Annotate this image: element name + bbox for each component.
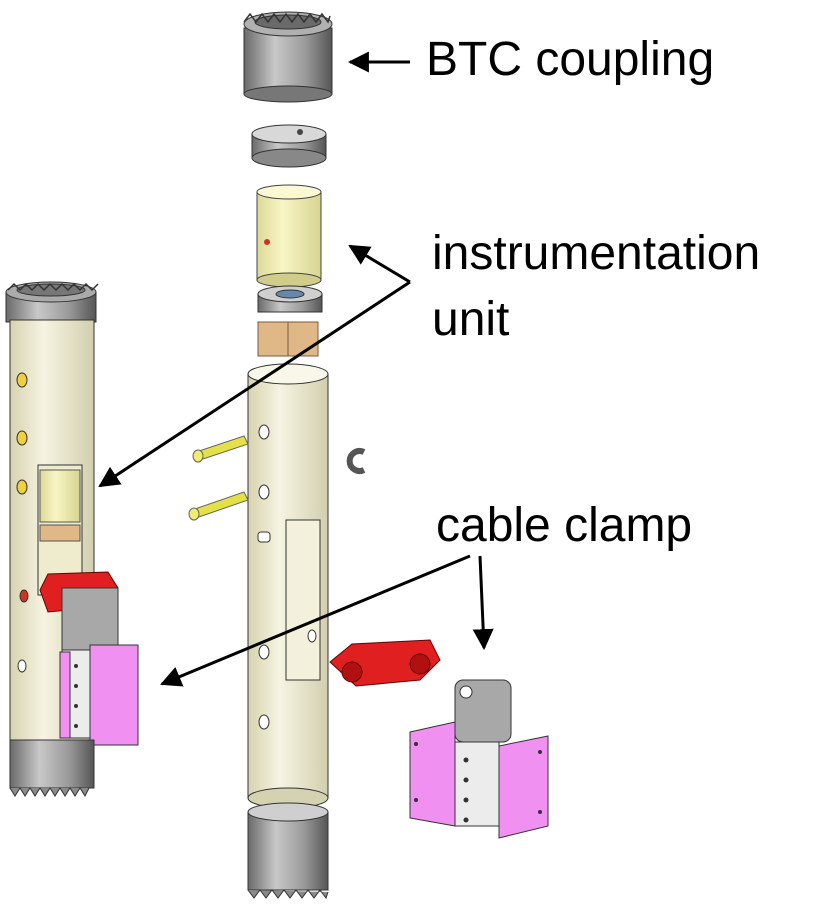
- spacer-disk: [251, 124, 327, 168]
- assembled-instrumentation-unit: [39, 469, 81, 523]
- cable-clamp-label: cable clamp: [436, 499, 693, 552]
- clamp-arrow-to-assembly: [160, 554, 471, 687]
- clamp-body: [454, 679, 512, 827]
- annotation-arrows: [98, 51, 494, 687]
- lower-cap: [257, 285, 323, 313]
- instrumentation-label-line1: instrumentation: [432, 227, 761, 280]
- instrumentation-arrow-to-part: [348, 244, 411, 284]
- pink-side-plates: [409, 721, 549, 839]
- btc-coupling-part: [243, 11, 333, 103]
- assembled-top-coupling: [5, 281, 99, 323]
- red-clamp-bracket: [329, 639, 441, 687]
- assembled-bottom-coupling: [9, 739, 95, 798]
- assembled-tool: [5, 281, 139, 798]
- yellow-pins: [188, 435, 249, 521]
- assembled-cable-clamp: [39, 571, 139, 746]
- btc-coupling-label: BTC coupling: [426, 33, 715, 86]
- main-tube: [247, 363, 329, 809]
- instrumentation-unit-part: [256, 184, 322, 288]
- instrumentation-label-line2: unit: [432, 293, 510, 346]
- exploded-tool: [188, 11, 366, 900]
- c-clip: [346, 448, 366, 474]
- clamp-arrow-to-part: [472, 555, 494, 651]
- exploded-cable-clamp: [329, 639, 549, 839]
- bottom-coupling-part: [247, 802, 329, 900]
- instrumentation-arrow-to-assembly: [98, 280, 411, 488]
- assembled-holes: [16, 372, 29, 673]
